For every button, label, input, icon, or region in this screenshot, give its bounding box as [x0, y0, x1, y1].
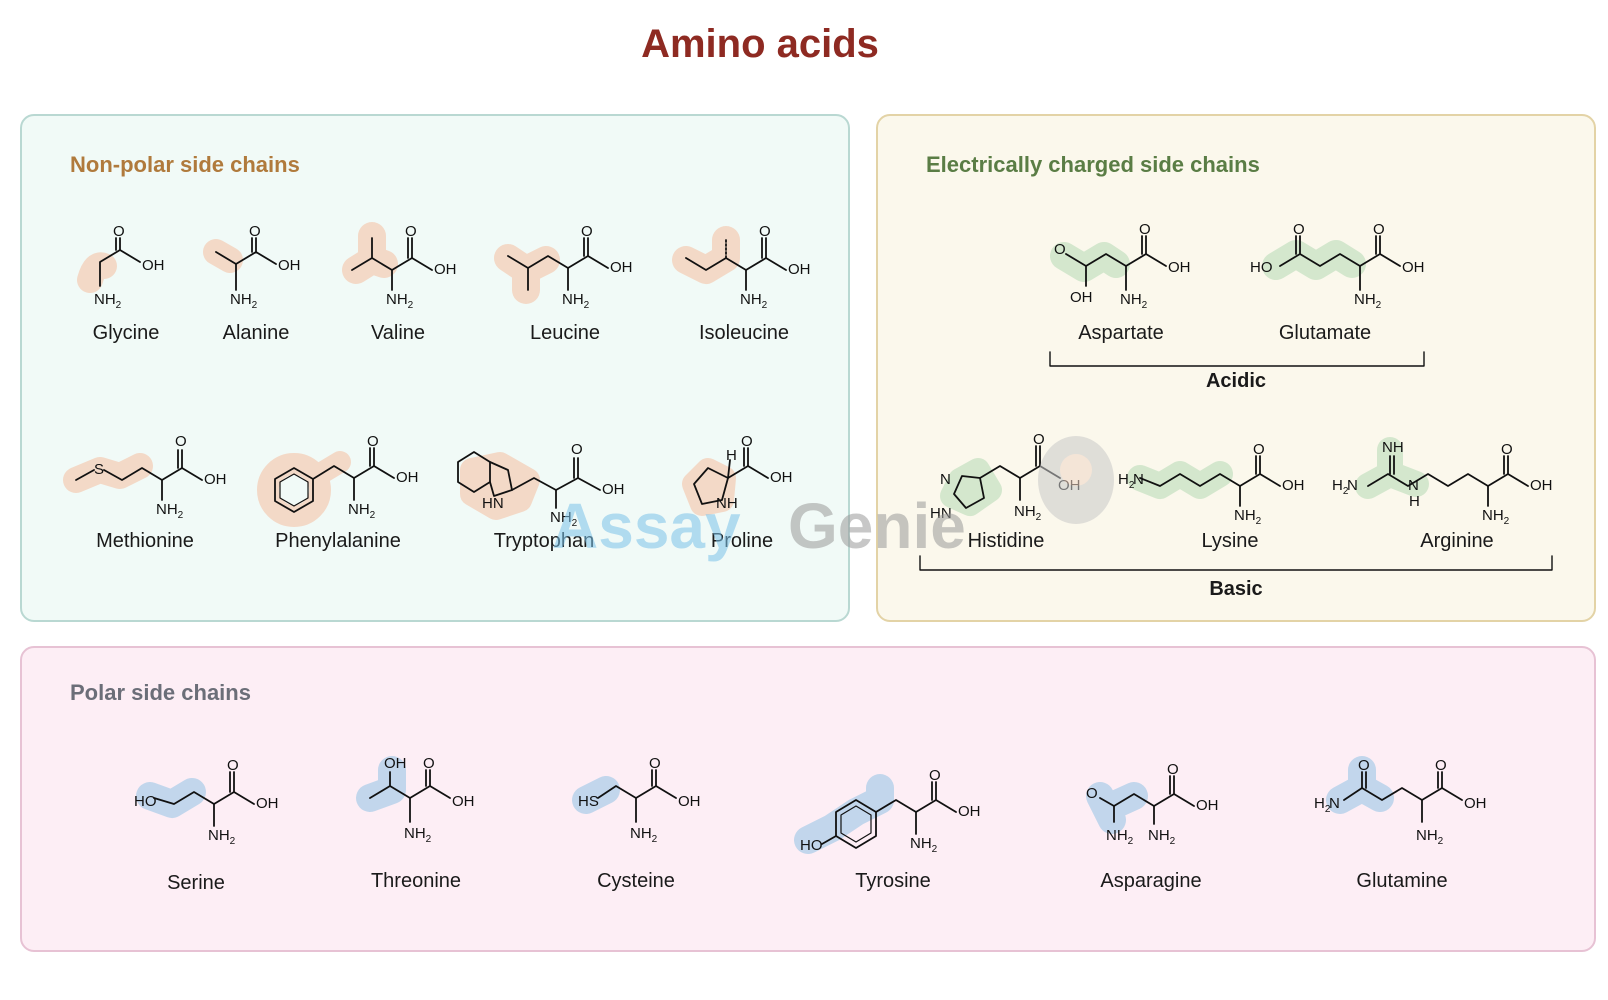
- nonpolar-heading: Non-polar side chains: [70, 152, 300, 177]
- lysine-label: Lysine: [1201, 530, 1259, 552]
- glutamine-label: Glutamine: [1356, 870, 1448, 892]
- nonpolar-panel: [20, 114, 850, 622]
- threonine-label: Threonine: [370, 870, 462, 892]
- serine-label: Serine: [167, 872, 225, 894]
- histidine-label: Histidine: [967, 530, 1045, 552]
- isoleucine-label: Isoleucine: [698, 322, 790, 344]
- acidic-label: Acidic: [1205, 370, 1267, 392]
- cysteine-label: Cysteine: [597, 870, 675, 892]
- charged-heading: Electrically charged side chains: [926, 152, 1260, 177]
- charged-panel: [876, 114, 1596, 622]
- page-title: Amino acids: [641, 22, 879, 66]
- polar-panel: [20, 646, 1596, 952]
- glycine-label: Glycine: [92, 322, 160, 344]
- aspartate-label: Aspartate: [1078, 322, 1164, 344]
- polar-heading: Polar side chains: [70, 680, 251, 705]
- arginine-label: Arginine: [1420, 530, 1494, 552]
- tryptophan-label: Tryptophan: [493, 530, 595, 552]
- asparagine-label: Asparagine: [1100, 870, 1202, 892]
- valine-label: Valine: [370, 322, 426, 344]
- basic-label: Basic: [1209, 578, 1263, 600]
- alanine-label: Alanine: [222, 322, 290, 344]
- phenylalanine-label: Phenylalanine: [275, 530, 401, 552]
- glutamate-label: Glutamate: [1278, 322, 1372, 344]
- tyrosine-label: Tyrosine: [855, 870, 931, 892]
- proline-label: Proline: [710, 530, 774, 552]
- leucine-label: Leucine: [529, 322, 601, 344]
- methionine-label: Methionine: [96, 530, 194, 552]
